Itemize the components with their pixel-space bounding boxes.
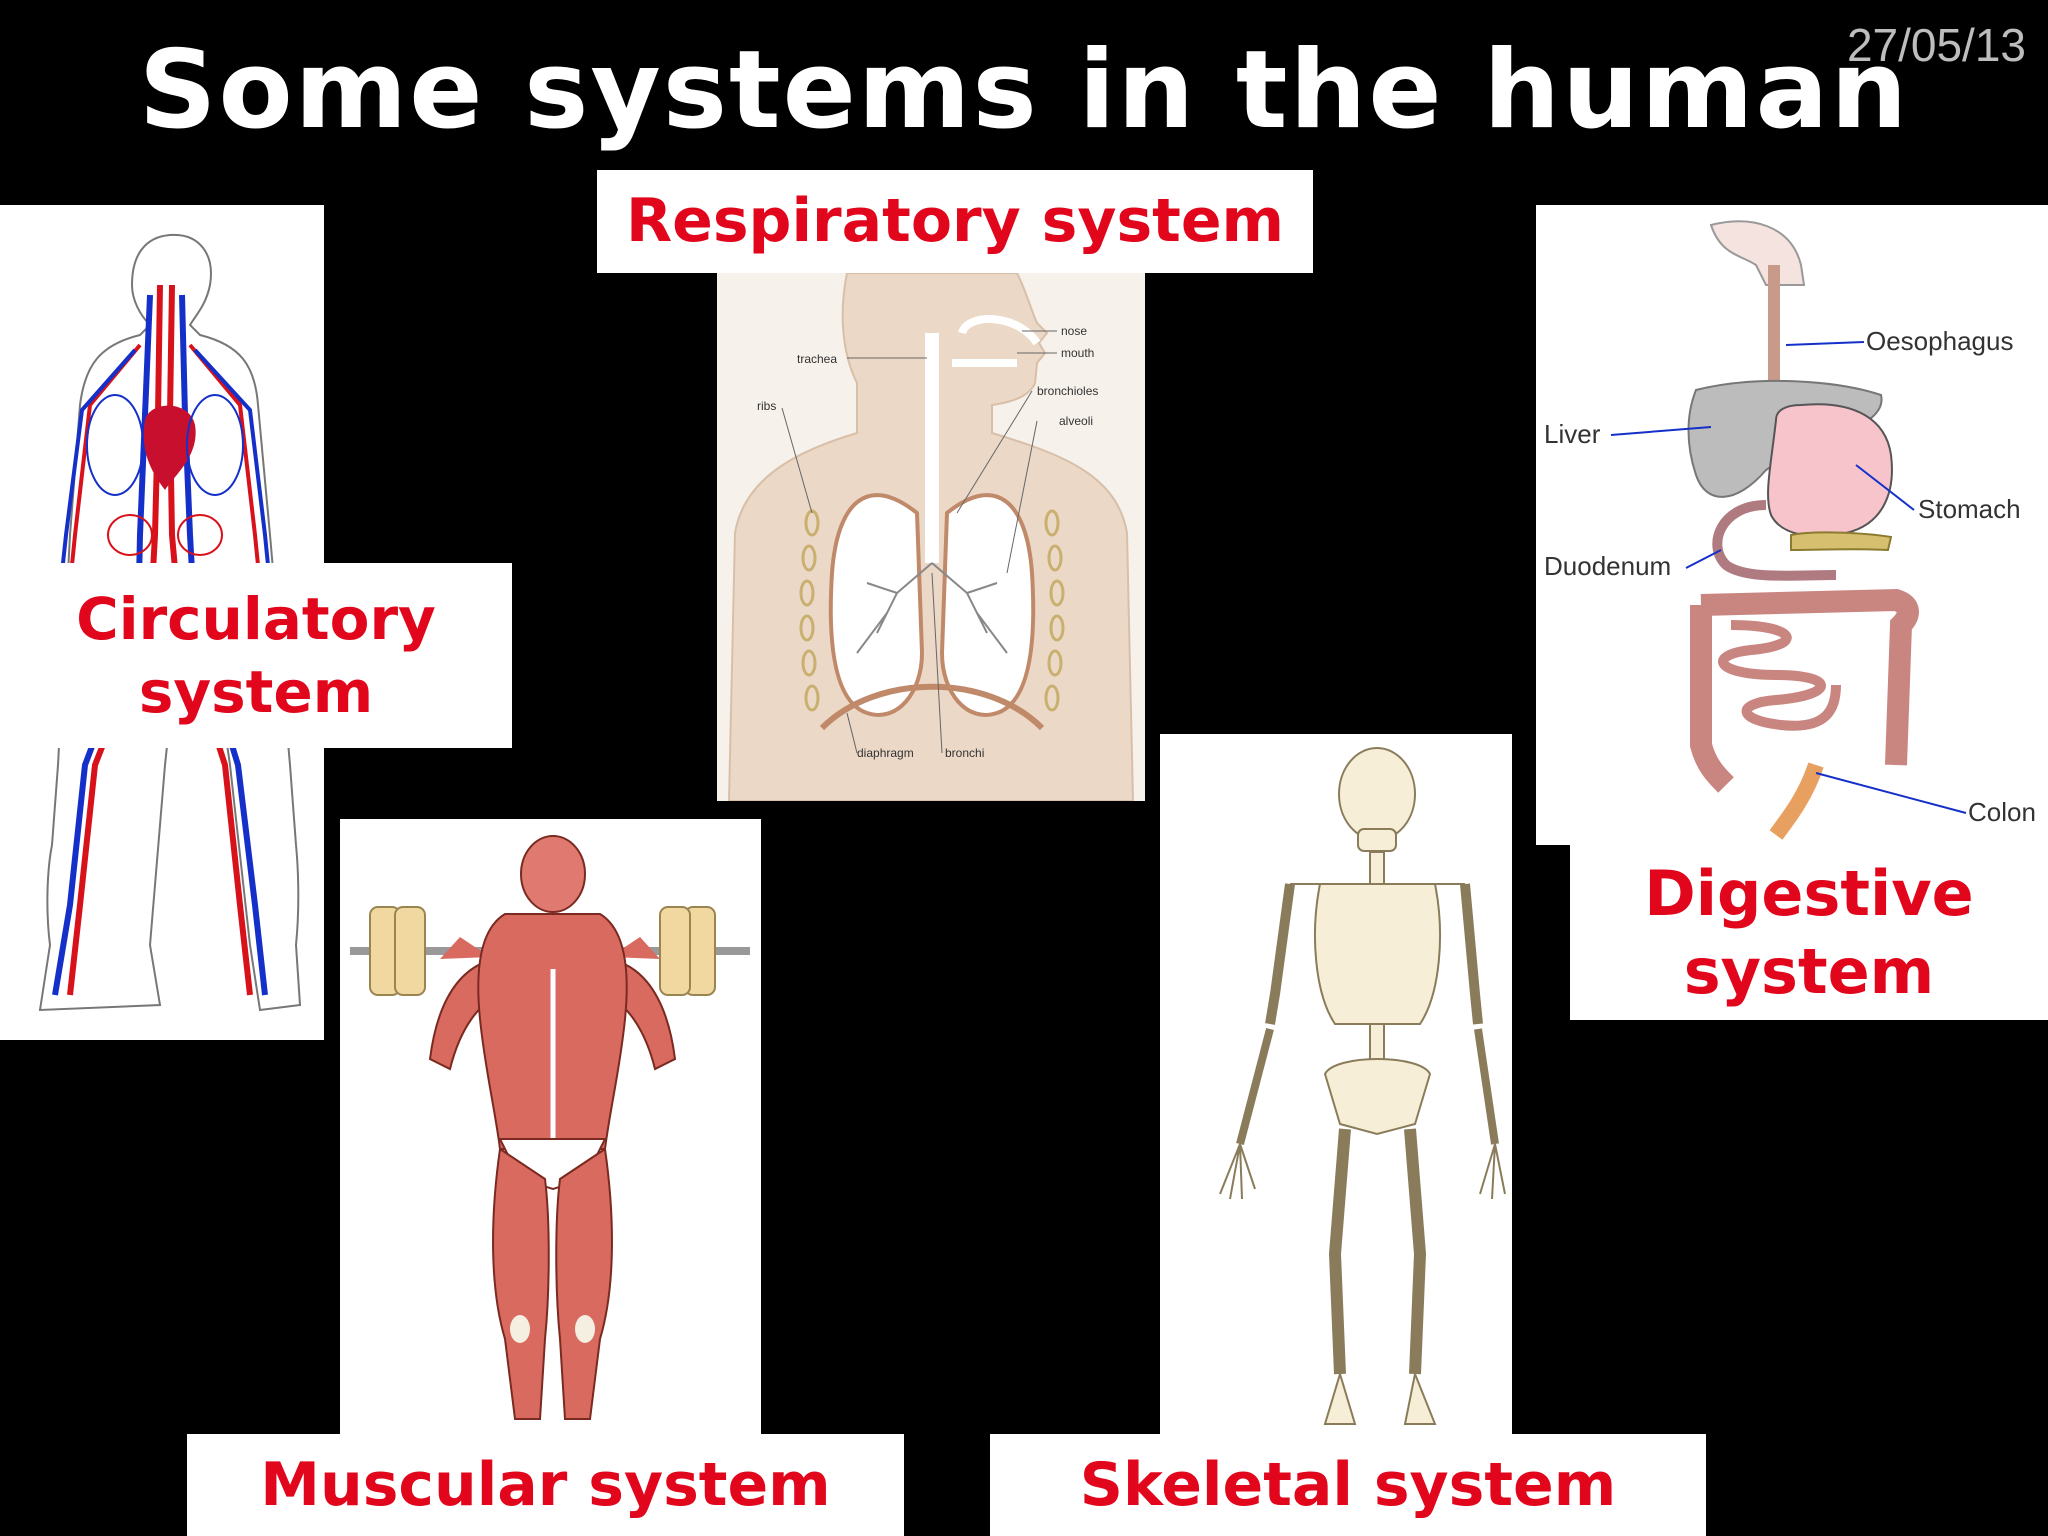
label-colon: Colon (1968, 797, 2036, 827)
respiratory-label: Respiratory system (597, 170, 1313, 273)
digestive-label-line1: Digestive (1644, 857, 1974, 930)
skeletal-image (1160, 734, 1512, 1434)
label-duodenum: Duodenum (1544, 551, 1671, 581)
label-bronchi: bronchi (945, 746, 984, 760)
label-ribs: ribs (757, 399, 776, 413)
circulatory-label-line2: system (138, 657, 374, 726)
label-oesophagus: Oesophagus (1866, 326, 2013, 356)
label-bronchioles: bronchioles (1037, 384, 1098, 398)
label-nose: nose (1061, 324, 1087, 338)
circulatory-label: Circulatory system (0, 563, 512, 748)
skeletal-label: Skeletal system (990, 1434, 1706, 1536)
digestive-image: Oesophagus Liver Stomach Duodenum Colon (1536, 205, 2048, 845)
slide-date: 27/05/13 (1846, 19, 2026, 71)
label-liver: Liver (1544, 419, 1601, 449)
label-trachea: trachea (797, 352, 837, 366)
digestive-label: Digestive system (1570, 845, 2048, 1020)
muscular-label: Muscular system (187, 1434, 904, 1536)
circulatory-label-line1: Circulatory (76, 585, 436, 653)
label-mouth: mouth (1061, 346, 1094, 360)
digestive-label-line2: system (1683, 934, 1935, 1008)
label-diaphragm: diaphragm (857, 746, 914, 760)
respiratory-image: nose mouth trachea ribs bronchioles alve… (717, 273, 1145, 801)
label-alveoli: alveoli (1059, 414, 1093, 428)
muscular-image (340, 819, 761, 1434)
label-stomach: Stomach (1918, 494, 2021, 524)
